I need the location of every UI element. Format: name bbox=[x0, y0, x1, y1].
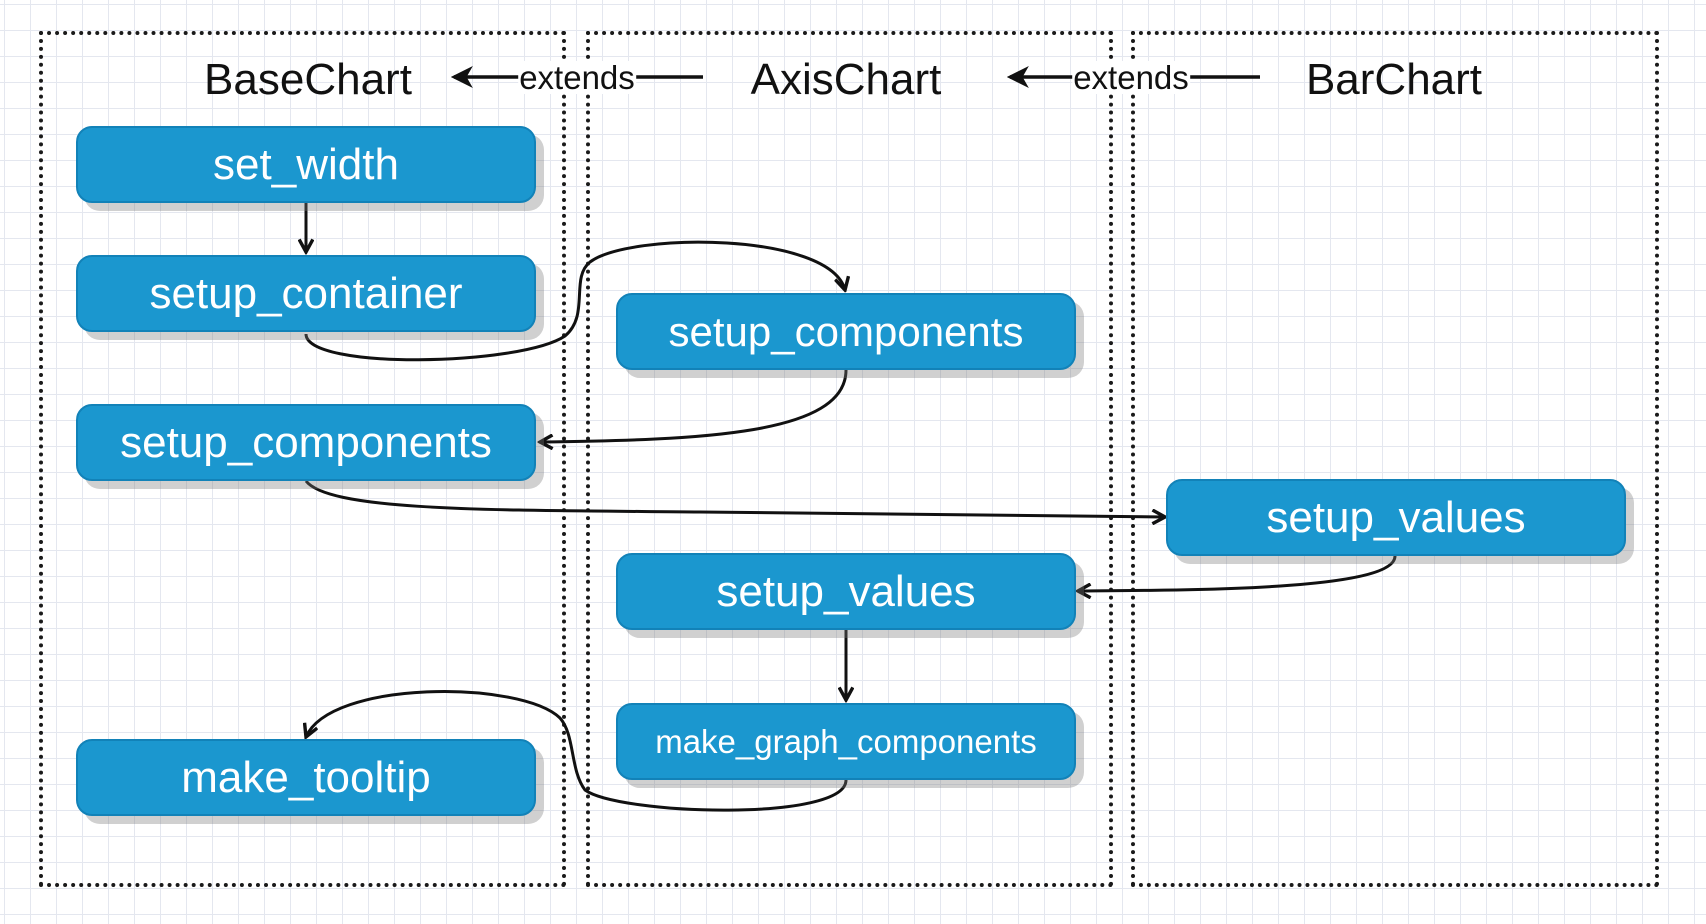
lane-barchart bbox=[1131, 31, 1659, 887]
node-base-setup-components[interactable]: setup_components bbox=[76, 404, 536, 481]
lane-title-axischart: AxisChart bbox=[750, 55, 942, 104]
node-axis-make-graph-components[interactable]: make_graph_components bbox=[616, 703, 1076, 780]
node-label: make_graph_components bbox=[655, 723, 1037, 760]
node-axis-setup-components[interactable]: setup_components bbox=[616, 293, 1076, 370]
node-base-set-width[interactable]: set_width bbox=[76, 126, 536, 203]
lane-title-basechart: BaseChart bbox=[204, 55, 412, 104]
lane-axischart bbox=[586, 31, 1113, 887]
node-label: setup_container bbox=[149, 268, 463, 318]
node-base-make-tooltip[interactable]: make_tooltip bbox=[76, 739, 536, 816]
node-label: setup_components bbox=[120, 417, 492, 467]
node-label: setup_values bbox=[716, 566, 976, 616]
lane-title-barchart: BarChart bbox=[1305, 55, 1483, 104]
node-label: make_tooltip bbox=[181, 752, 431, 802]
node-label: setup_values bbox=[1266, 492, 1526, 542]
node-axis-setup-values[interactable]: setup_values bbox=[616, 553, 1076, 630]
node-label: setup_components bbox=[668, 307, 1024, 355]
extends-label-1: extends bbox=[518, 59, 636, 96]
node-label: set_width bbox=[213, 139, 399, 189]
node-base-setup-container[interactable]: setup_container bbox=[76, 255, 536, 332]
extends-label-2: extends bbox=[1072, 59, 1190, 96]
lane-basechart bbox=[39, 31, 566, 887]
node-bar-setup-values[interactable]: setup_values bbox=[1166, 479, 1626, 556]
